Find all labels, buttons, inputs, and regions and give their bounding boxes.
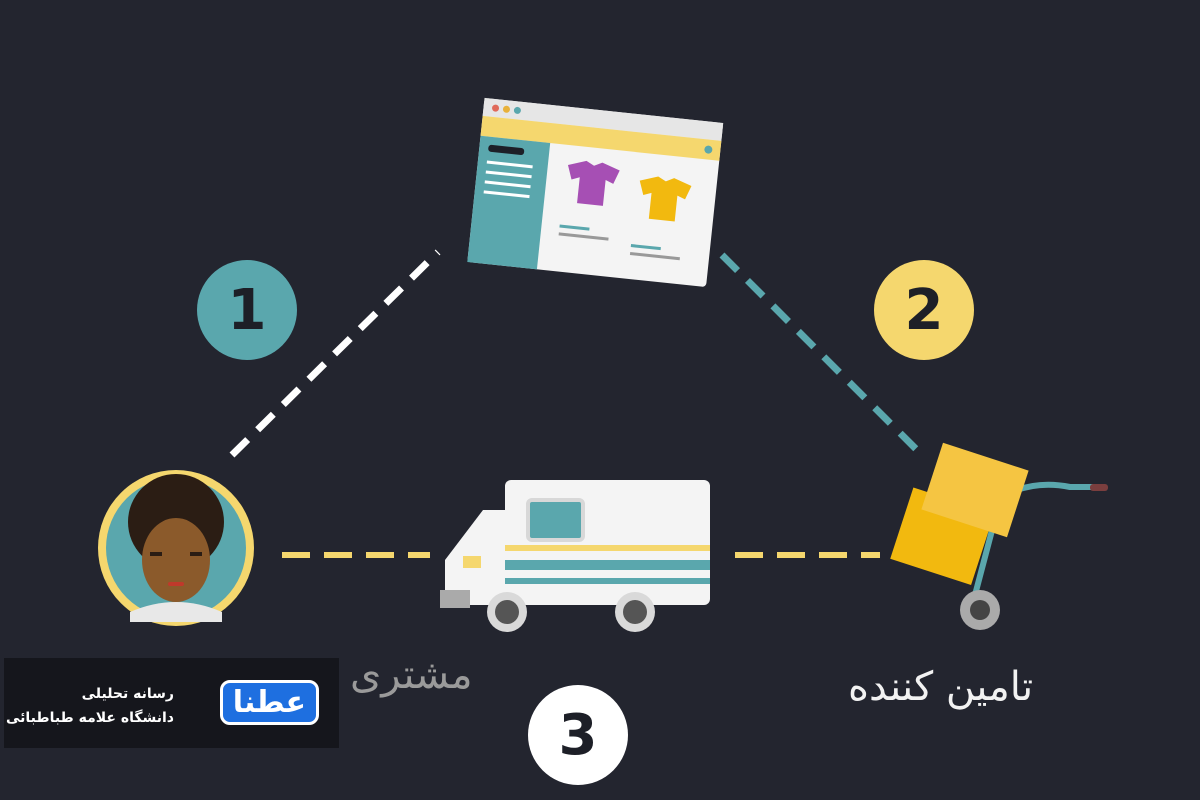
step-3-badge: 3 [528, 685, 628, 785]
step-1-badge: 1 [197, 260, 297, 360]
customer-avatar [98, 470, 254, 626]
dashed-line-customer-to-shop [229, 249, 441, 458]
customer-label: مشتری [350, 652, 473, 698]
watermark-badge: عطنا رسانه تحلیلی دانشگاه علامه طباطبائی [4, 658, 339, 748]
supplier-hand-truck-icon [890, 442, 1108, 630]
delivery-truck-icon [440, 480, 710, 632]
badge-line-1: رسانه تحلیلی [81, 686, 174, 702]
step-2-badge: 2 [874, 260, 974, 360]
atna-logo: عطنا [219, 680, 319, 725]
dashed-line-shop-to-supplier [719, 252, 928, 461]
badge-line-2: دانشگاه علامه طباطبائی [6, 710, 174, 726]
online-shop-window-icon [467, 97, 724, 287]
supplier-label: تامین کننده [848, 664, 1034, 710]
